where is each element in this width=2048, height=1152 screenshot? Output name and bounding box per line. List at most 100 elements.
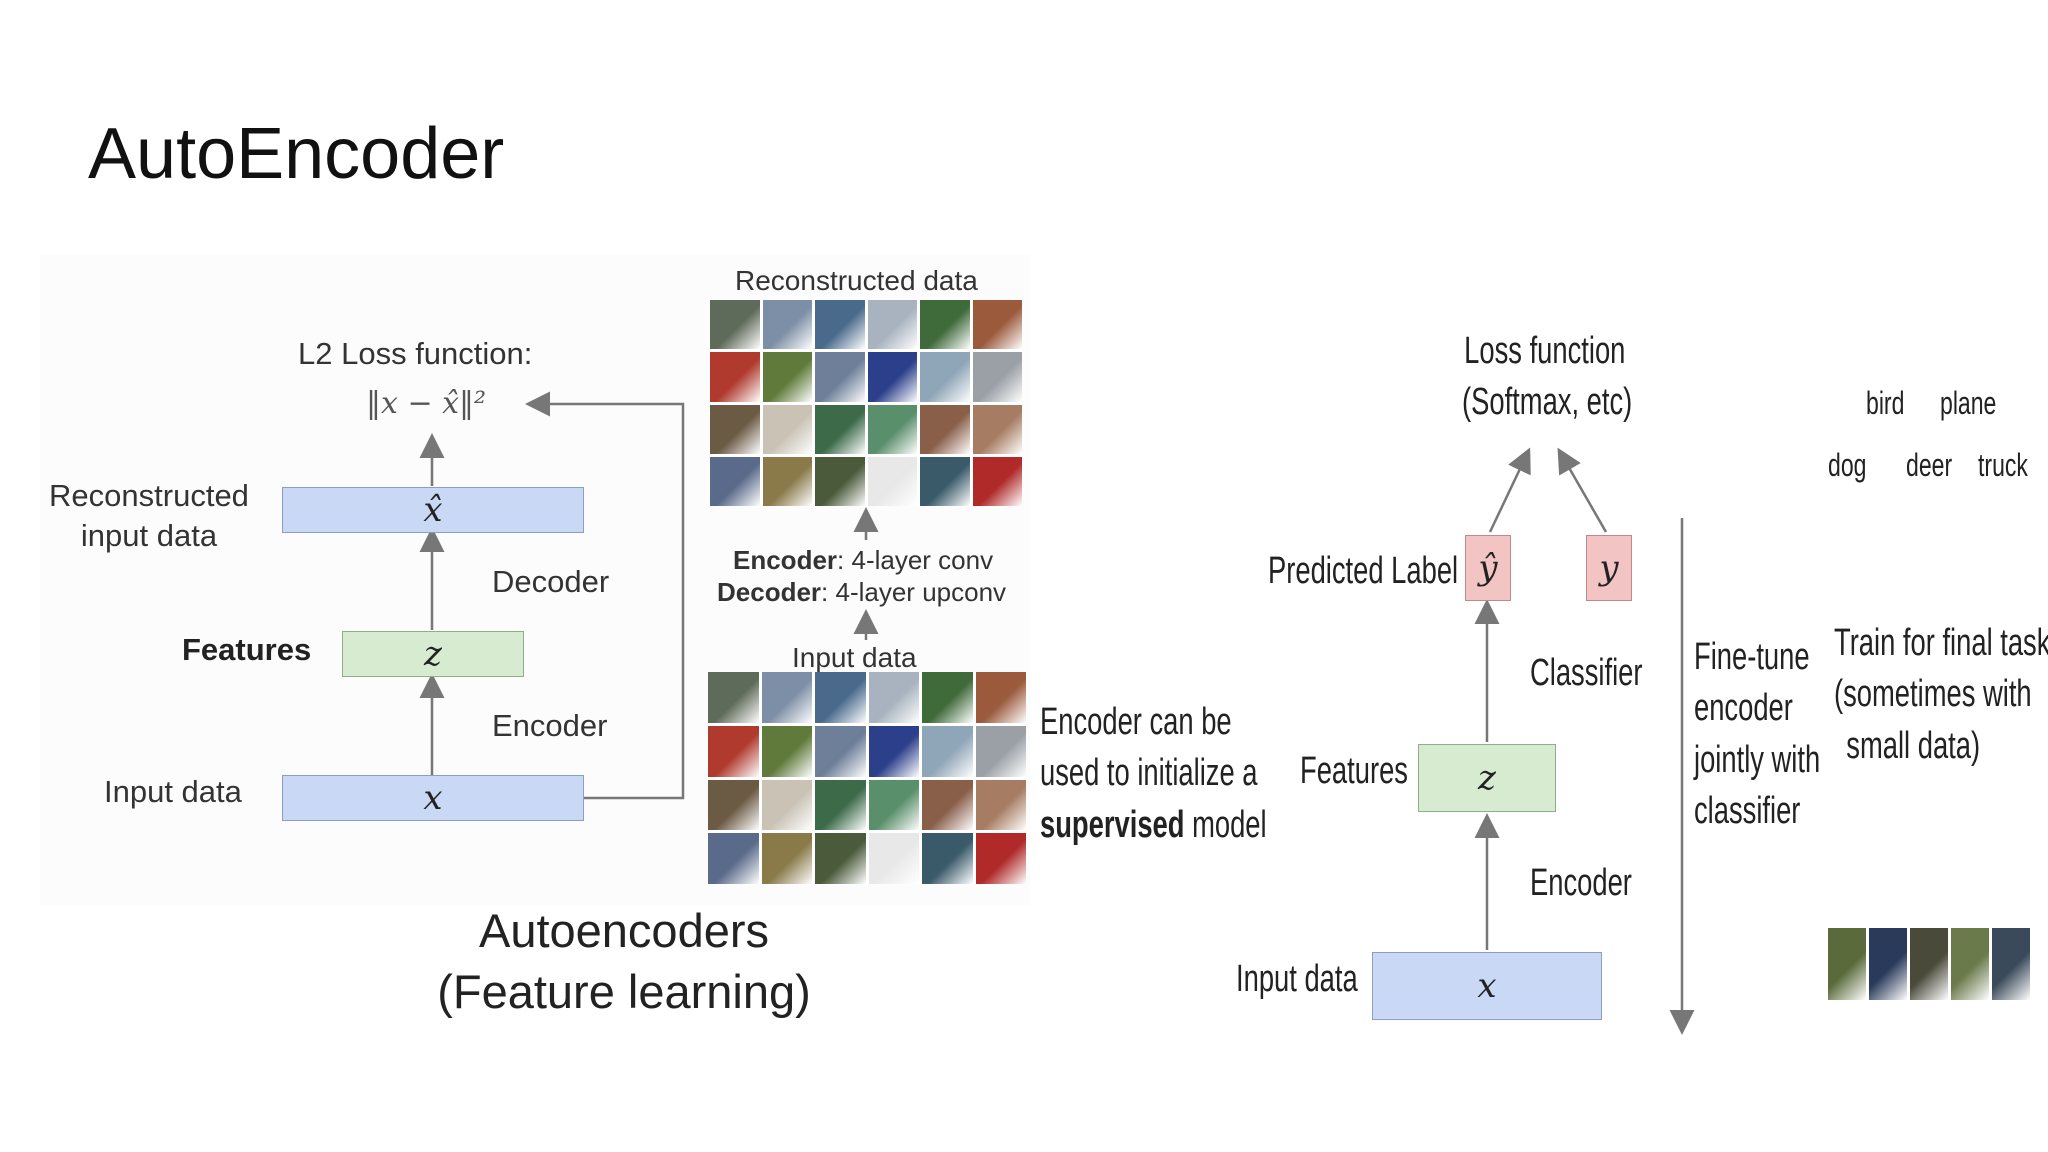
small-data-thumbnail: [1828, 928, 1866, 1000]
class-truck: truck: [1978, 447, 2028, 483]
yhat-box: ŷ: [1465, 535, 1511, 601]
reconstructed-thumbnail: [972, 300, 1022, 350]
finetune-line3: jointly with: [1694, 738, 1821, 781]
class-deer: deer: [1906, 447, 1953, 483]
encoder-label: Encoder: [492, 708, 608, 743]
input-thumbnail: [761, 779, 812, 831]
predicted-label-text: Predicted Label: [1268, 550, 1459, 592]
reconstructed-thumbnail: [867, 352, 917, 402]
input-image-grid: [708, 672, 1026, 884]
decoder-spec-bold: Decoder: [717, 577, 822, 607]
right-features-label: Features: [1300, 750, 1408, 792]
x-box: x: [282, 775, 584, 821]
small-data-thumbnail: [1869, 928, 1907, 1000]
input-thumbnail: [761, 672, 812, 723]
decoder-spec-rest: : 4-layer upconv: [821, 577, 1007, 607]
input-thumbnail: [708, 672, 759, 723]
classifier-label: Classifier: [1530, 652, 1643, 694]
reconstructed-thumbnail: [972, 456, 1022, 506]
reconstructed-thumbnail: [867, 404, 917, 454]
l2-loss-formula: ‖x − x̂‖²: [366, 386, 487, 421]
small-data-thumbnail: [1951, 928, 1989, 1000]
caption-line2: (Feature learning): [437, 965, 811, 1019]
train-final-note: Train for final task (sometimes with sma…: [1834, 618, 2048, 772]
input-thumbnail: [868, 779, 919, 831]
reconstructed-label-line2: input data: [80, 518, 218, 554]
small-data-thumbnail: [1992, 928, 2030, 1000]
reconstructed-thumbnail: [920, 456, 970, 506]
xhat-box: x̂: [282, 487, 584, 533]
reconstructed-thumbnail: [762, 352, 812, 402]
reconstructed-thumbnail: [815, 352, 865, 402]
input-data-label: Input data: [104, 774, 242, 809]
reconstructed-thumbnail: [867, 300, 917, 350]
input-thumbnail: [868, 833, 919, 884]
input-thumbnail: [815, 672, 866, 723]
input-thumbnail: [708, 779, 759, 831]
small-data-thumbnail: [1910, 928, 1948, 1000]
reconstructed-thumbnail: [710, 456, 760, 506]
right-input-data-label: Input data: [1236, 958, 1358, 1000]
reconstructed-thumbnail: [762, 404, 812, 454]
input-thumbnail: [815, 779, 866, 831]
reconstructed-thumbnail: [710, 404, 760, 454]
arrow-right-y-to-loss: [1557, 447, 1608, 533]
input-thumbnail: [975, 672, 1026, 723]
y-box: y: [1586, 535, 1632, 601]
input-thumbnail: [708, 833, 759, 884]
finetune-line1: Fine-tune: [1694, 636, 1810, 678]
decoder-label: Decoder: [492, 564, 610, 599]
arrow-x-loop-to-loss: [525, 391, 685, 800]
finetune-line4: classifier: [1694, 789, 1801, 832]
reconstructed-thumbnail: [815, 300, 865, 350]
train-line3: small data): [1846, 724, 1981, 767]
reconstructed-thumbnail: [762, 456, 812, 506]
finetune-line2: encoder: [1694, 687, 1793, 730]
encoder-spec: Encoder: 4-layer conv: [733, 544, 993, 578]
train-line2: (sometimes with: [1834, 673, 2032, 716]
reconstructed-thumbnail: [815, 456, 865, 506]
small-data-thumbnails: [1828, 928, 2030, 1000]
input-thumbnail: [815, 725, 866, 777]
z-box: z: [342, 631, 524, 677]
reconstructed-thumbnail: [972, 352, 1022, 402]
reconstructed-thumbnail: [710, 352, 760, 402]
reconstructed-data-title: Reconstructed data: [735, 265, 978, 296]
arrow-right-yhat-to-loss: [1488, 447, 1531, 533]
reconstructed-thumbnail: [920, 300, 970, 350]
reconstructed-thumbnail: [920, 404, 970, 454]
encoder-note-bold: supervised: [1040, 803, 1185, 846]
right-loss-line2: (Softmax, etc): [1462, 381, 1633, 424]
reconstructed-thumbnail: [762, 300, 812, 350]
input-thumbnail: [975, 779, 1026, 831]
right-encoder-label: Encoder: [1530, 862, 1632, 904]
encoder-note-line3: supervised model: [1040, 800, 1267, 851]
decoder-spec: Decoder: 4-layer upconv: [717, 576, 1006, 610]
features-label: Features: [182, 632, 312, 667]
right-x-box: x: [1372, 952, 1602, 1020]
input-data-title: Input data: [792, 642, 917, 673]
encoder-note-line2: used to initialize a: [1040, 752, 1258, 795]
reconstructed-image-grid: [710, 300, 1022, 506]
right-loss-line1: Loss function: [1464, 330, 1626, 372]
encoder-spec-rest: : 4-layer conv: [837, 545, 994, 575]
l2-loss-title: L2 Loss function:: [298, 336, 533, 371]
finetune-note: Fine-tune encoder jointly with classifie…: [1694, 632, 1820, 837]
input-thumbnail: [975, 725, 1026, 777]
input-thumbnail: [708, 725, 759, 777]
caption-line1: Autoencoders: [478, 904, 770, 957]
reconstructed-thumbnail: [867, 456, 917, 506]
encoder-spec-bold: Encoder: [733, 545, 838, 575]
input-thumbnail: [922, 779, 973, 831]
input-thumbnail: [922, 672, 973, 723]
reconstructed-input-label: Reconstructed input data: [40, 476, 258, 557]
encoder-note-rest: model: [1184, 803, 1267, 846]
class-plane: plane: [1940, 385, 1997, 421]
reconstructed-thumbnail: [815, 404, 865, 454]
reconstructed-thumbnail: [972, 404, 1022, 454]
autoencoders-caption: Autoencoders (Feature learning): [414, 900, 834, 1022]
slide-title: AutoEncoder: [88, 114, 505, 194]
input-thumbnail: [815, 833, 866, 884]
reconstructed-label-line1: Reconstructed: [49, 478, 249, 513]
